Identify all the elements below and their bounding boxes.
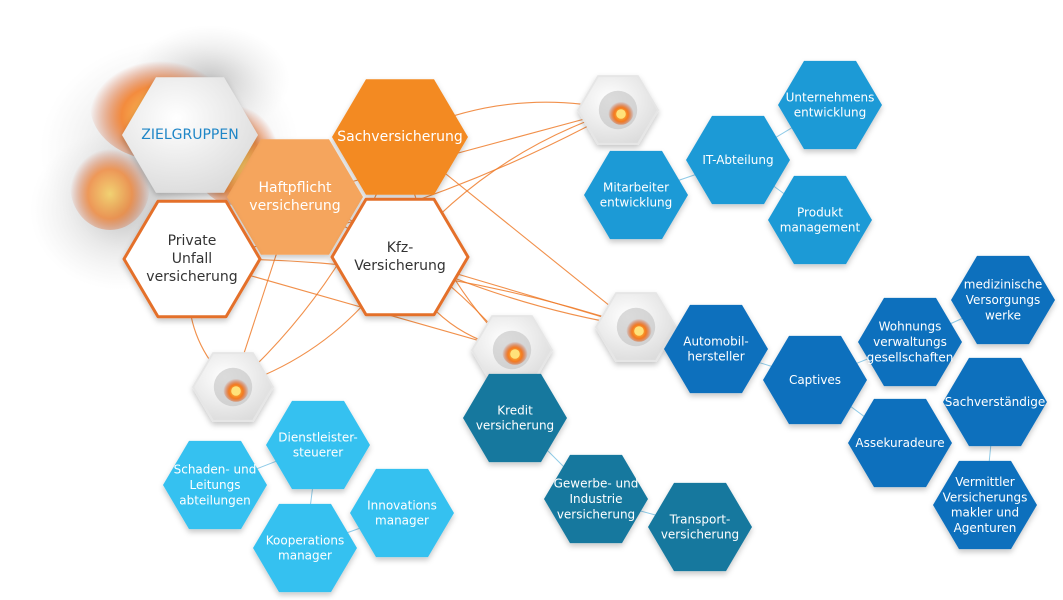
hex-it_abteilung: IT-Abteilung xyxy=(686,115,790,205)
hexagon-shape xyxy=(933,460,1037,550)
hexagon-shape xyxy=(266,400,370,490)
fire-kredit-node xyxy=(471,315,553,385)
hexagon-shape xyxy=(350,468,454,558)
hexagon-shape xyxy=(848,398,952,488)
hexagon-shape xyxy=(858,297,962,387)
hexagon-shape xyxy=(332,79,468,195)
dienstleister-label: Dienstleister-steuerer xyxy=(278,430,357,459)
hex-title: ZIELGRUPPEN xyxy=(122,77,258,193)
hexagon-shape xyxy=(951,255,1055,345)
hexagon-shape xyxy=(648,482,752,572)
sachverstaendige-label: Sachverständige xyxy=(945,395,1045,409)
fire-auto-node xyxy=(595,292,677,362)
hexagon-shape xyxy=(768,175,872,265)
transport-label: Transport-versicherung xyxy=(661,512,739,541)
title-label: ZIELGRUPPEN xyxy=(141,127,238,143)
hex-kfz: Kfz-Versicherung xyxy=(330,197,470,317)
hexagon-shape xyxy=(584,150,688,240)
hexagon-shape xyxy=(463,373,567,463)
hexagon-shape xyxy=(763,335,867,425)
hexagon-shape xyxy=(163,440,267,530)
hexagon-shape xyxy=(122,77,258,193)
hexagon-shape xyxy=(664,304,768,394)
hex-dienstleister: Dienstleister-steuerer xyxy=(266,400,370,490)
hex-sachverstaendige: Sachverständige xyxy=(943,357,1047,447)
hex-captives: Captives xyxy=(763,335,867,425)
hexagon-shape xyxy=(544,454,648,544)
automobil-label: Automobil-hersteller xyxy=(683,334,749,363)
hex-automobil: Automobil-hersteller xyxy=(664,304,768,394)
hexagon-shape xyxy=(686,115,790,205)
fire-it-node xyxy=(577,75,659,145)
hex-transport: Transport-versicherung xyxy=(648,482,752,572)
it_abteilung-label: IT-Abteilung xyxy=(702,153,773,167)
fire-icon xyxy=(616,307,656,347)
hexagon-shape xyxy=(943,357,1047,447)
captives-label: Captives xyxy=(789,373,841,387)
kfz-label: Kfz-Versicherung xyxy=(354,240,446,274)
hex-assekuradeure: Assekuradeure xyxy=(848,398,952,488)
fire-service-node xyxy=(192,352,274,422)
hexagon-shape xyxy=(122,199,262,319)
hexagon-shape xyxy=(330,197,470,317)
hexagon-shape xyxy=(227,139,363,255)
sach-label: Sachversicherung xyxy=(337,129,462,145)
assekuradeure-label: Assekuradeure xyxy=(855,436,944,450)
fire-icon xyxy=(598,90,638,130)
hex-sach: Sachversicherung xyxy=(332,79,468,195)
fire-icon xyxy=(492,330,532,370)
hexagon-shape xyxy=(778,60,882,150)
hexagon-shape xyxy=(253,503,357,593)
fire-icon xyxy=(213,367,253,407)
